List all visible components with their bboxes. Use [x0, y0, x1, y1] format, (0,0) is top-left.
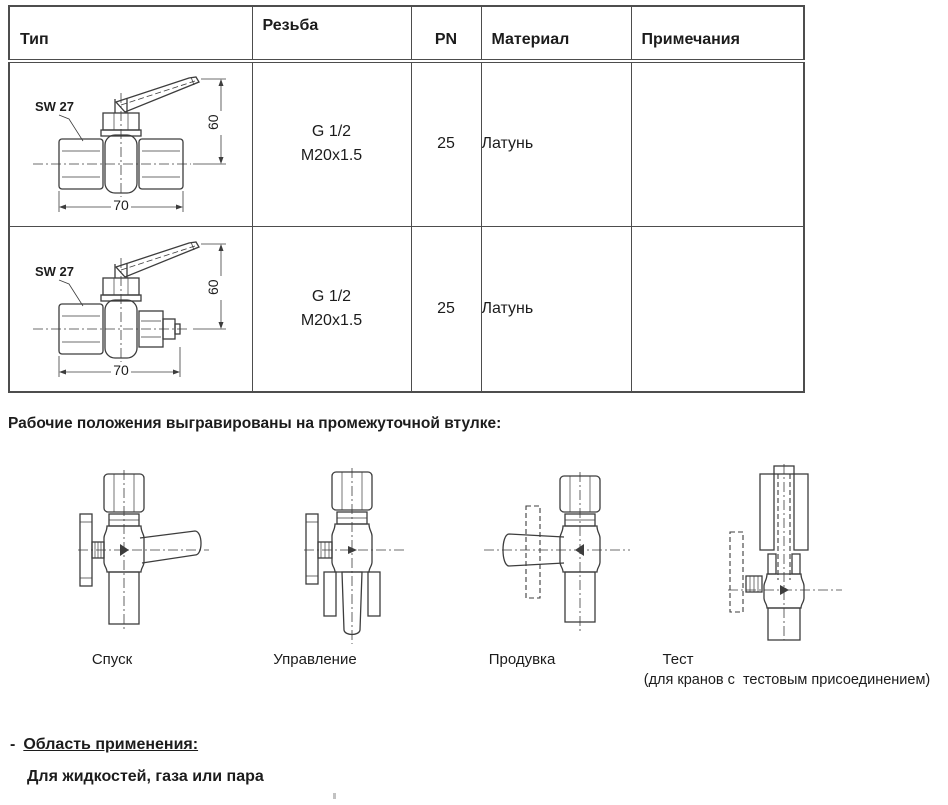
header-type: Тип — [8, 5, 253, 63]
notes-cell — [630, 225, 805, 393]
position-caption-test: Тест — [662, 651, 694, 668]
application-dash: - — [10, 736, 16, 753]
notes-cell — [630, 60, 805, 227]
application-title-line: -Область применения: — [10, 736, 198, 754]
sw-label: SW 27 — [35, 99, 74, 114]
valve-drawing-row2-cell: 60 70 SW 27 — [8, 225, 253, 393]
working-positions-heading: Рабочие положения выгравированы на проме… — [8, 415, 502, 432]
pn-cell: 25 — [410, 60, 482, 227]
thread-cell: G 1/2 M20x1.5 — [251, 60, 412, 227]
position-diagram-purge — [482, 470, 632, 640]
position-caption-drain: Спуск — [91, 651, 133, 668]
width-dim-label: 70 — [113, 362, 129, 378]
application-title: Область применения: — [23, 736, 199, 753]
material-cell: Латунь — [480, 225, 632, 393]
table-header-row: Тип Резьба PN Материал Примечания — [8, 5, 805, 63]
position-caption-test-note: (для кранов с тестовым присоединением) — [643, 672, 931, 688]
thread-metric: M20x1.5 — [300, 147, 363, 165]
thread-size: G 1/2 — [311, 287, 352, 305]
position-diagram-test — [722, 462, 847, 642]
position-caption-control: Управление — [273, 651, 357, 668]
position-diagram-drain — [76, 468, 211, 638]
height-dim-label: 60 — [205, 114, 221, 130]
valve-drawing-row1-cell: 60 70 SW 27 — [8, 60, 253, 227]
position-diagram-control — [300, 466, 410, 646]
sw-label: SW 27 — [35, 264, 74, 279]
header-material: Материал — [480, 5, 632, 63]
thread-cell: G 1/2 M20x1.5 — [251, 225, 412, 393]
pn-cell: 25 — [410, 225, 482, 393]
thread-size: G 1/2 — [311, 123, 352, 141]
header-thread: Резьба — [251, 5, 412, 63]
table-row: 60 70 SW 27 G 1/2 M20x1 — [8, 225, 805, 393]
thread-metric: M20x1.5 — [300, 311, 363, 329]
table-row: 60 70 SW 27 G 1/2 M20x1 — [8, 60, 805, 227]
width-dim-label: 70 — [113, 197, 129, 213]
valve-drawing-two-ports: 60 70 SW 27 — [32, 76, 226, 213]
application-body: Для жидкостей, газа или пара — [27, 768, 264, 785]
header-notes: Примечания — [630, 5, 805, 63]
valve-drawing-test-connection: 60 70 SW 27 — [32, 241, 226, 378]
clipped-text-artifact — [333, 793, 336, 799]
header-pn: PN — [410, 5, 482, 63]
valve-spec-table: Тип Резьба PN Материал Примечания — [8, 5, 805, 393]
height-dim-label: 60 — [205, 279, 221, 295]
material-cell: Латунь — [480, 60, 632, 227]
position-caption-purge: Продувка — [488, 651, 556, 668]
